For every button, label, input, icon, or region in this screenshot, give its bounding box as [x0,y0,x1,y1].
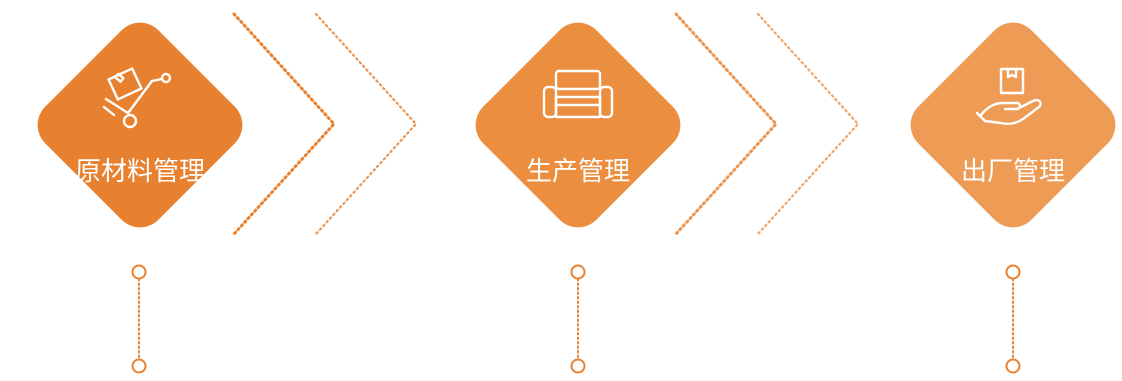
timeline-connector [1001,262,1025,377]
step-label: 生产管理 [525,157,630,187]
step-outbound: 出厂管理 [893,5,1122,245]
step-content: 生产管理 [458,5,698,245]
hand-holding-box-icon [973,65,1053,137]
hand-truck-box-icon [100,65,180,137]
step-content: 原材料管理 [20,5,260,245]
step-content: 出厂管理 [893,5,1122,245]
timeline-connector [566,262,590,377]
step-raw-materials: 原材料管理 [20,5,260,245]
chevron-arrows-icon [670,10,870,242]
chevron-arrows-icon [228,10,428,242]
timeline-connector [127,262,151,377]
sofa-icon [538,65,618,137]
step-production: 生产管理 [458,5,698,245]
step-label: 原材料管理 [74,157,205,187]
step-label: 出厂管理 [960,157,1065,187]
